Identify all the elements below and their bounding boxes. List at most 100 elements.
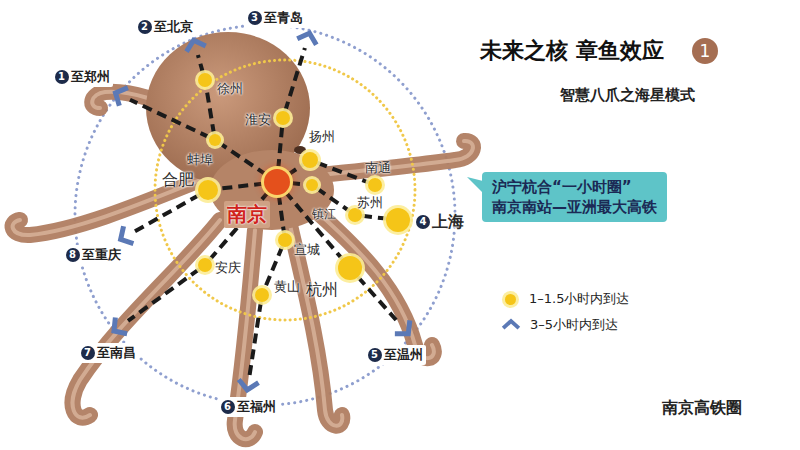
rail-link [198, 55, 203, 73]
label-group: 杭州 [306, 280, 338, 301]
label-group: 南京 [224, 201, 270, 228]
city-name: 扬州 [309, 128, 335, 146]
city-name: 镇江 [312, 206, 336, 223]
destination-name: 至青岛 [264, 9, 303, 27]
rail-link [130, 100, 210, 138]
label-group: 4上海 [416, 212, 464, 233]
destination-chevron [294, 24, 322, 52]
callout-number: 2 [138, 20, 152, 34]
city-dot: 杭州 [338, 256, 362, 280]
rail-link [318, 163, 369, 183]
city-dot: 南通 [368, 178, 382, 192]
legend-text: 1–1.5小时内到达 [529, 290, 629, 308]
legend-row: 3–5小时内到达 [500, 314, 618, 336]
destination-marker: 1至郑州 [110, 85, 130, 105]
rail-link [279, 195, 284, 233]
chevron-stroke [111, 84, 128, 106]
label-group: 合肥 [162, 170, 194, 191]
legend-chevron-sample [500, 314, 522, 336]
rail-link [206, 87, 214, 134]
label-group: 黄山 [274, 278, 300, 296]
label-group: 7至南昌 [78, 343, 139, 363]
label-group: 6至福州 [218, 397, 279, 417]
chevron-stroke [297, 30, 319, 45]
label-group: 淮安 [245, 111, 271, 129]
city-dot: 宣城 [278, 233, 292, 247]
rail-link [218, 184, 264, 189]
city-name: 南通 [365, 159, 391, 177]
city-name: 安庆 [215, 259, 241, 277]
rail-link [285, 48, 305, 111]
city-dot: 苏州 [348, 208, 362, 222]
city-name: 淮安 [245, 111, 271, 129]
city-dot: 合肥 [198, 180, 218, 200]
city-dot: 黄山 [255, 288, 269, 302]
rail-link [358, 277, 396, 320]
label-group: 南通 [365, 159, 391, 177]
city-name: 上海 [432, 212, 464, 233]
destination-marker: 7至南昌 [108, 318, 128, 338]
callout-pointer [467, 177, 483, 193]
destination-chevron [104, 314, 132, 342]
label-group: 徐州 [217, 80, 243, 98]
city-dot: 4上海 [386, 208, 410, 232]
destination-marker: 6至福州 [238, 375, 258, 395]
hub-city-dot: 南京 [264, 169, 290, 195]
label-group: 1至郑州 [52, 67, 113, 87]
destination-marker: 8至重庆 [115, 227, 135, 247]
label-group: 扬州 [309, 128, 335, 146]
city-name: 蚌埠 [187, 151, 213, 169]
destination-chevron [391, 316, 419, 344]
city-name: 宣城 [294, 241, 320, 259]
callout-number: 4 [416, 215, 430, 229]
city-dot: 扬州 [302, 152, 318, 168]
destination-marker: 3至青岛 [298, 28, 318, 48]
destination-name: 至温州 [384, 346, 423, 364]
rail-link [362, 216, 386, 219]
legend-text: 3–5小时内到达 [530, 316, 618, 334]
chevron-stroke [395, 320, 416, 340]
city-name: 杭州 [306, 280, 338, 301]
destination-name: 至南昌 [97, 344, 136, 362]
callout-number: 1 [55, 70, 69, 84]
callout-number: 6 [221, 400, 235, 414]
callout-number: 5 [368, 348, 382, 362]
label-group: 2至北京 [135, 17, 196, 37]
city-dot: 蚌埠 [209, 134, 221, 146]
caption: 南京高铁圈 [662, 398, 742, 419]
destination-marker: 5至温州 [395, 320, 415, 340]
callout-box: 沪宁杭合“一小时圈”南京南站—亚洲最大高铁 [482, 172, 667, 222]
rail-link [290, 183, 306, 184]
label-group: 5至温州 [365, 345, 426, 365]
rail-link [135, 195, 199, 231]
city-dot: 镇江 [306, 179, 318, 191]
label-group: 蚌埠 [187, 151, 213, 169]
chart-title: 未来之核 章鱼效应 [480, 36, 664, 66]
rail-link [250, 302, 261, 375]
chevron-stroke [184, 37, 206, 51]
destination-name: 至重庆 [82, 246, 121, 264]
city-dot: 淮安 [276, 111, 290, 125]
rail-link [128, 269, 199, 321]
callout-number: 7 [81, 346, 95, 360]
callout-number: 3 [248, 11, 262, 25]
callout-line: 南京南站—亚洲最大高铁 [492, 197, 657, 217]
city-name: 苏州 [357, 194, 383, 212]
chevron-stroke [108, 318, 127, 339]
hub-city-name: 南京 [224, 201, 270, 228]
destination-name: 至北京 [154, 18, 193, 36]
city-dot: 安庆 [198, 258, 212, 272]
destination-marker: 2至北京 [185, 35, 205, 55]
city-dot: 徐州 [198, 73, 212, 87]
subtitle: 智慧八爪之海星模式 [560, 86, 695, 105]
label-group: 宣城 [294, 241, 320, 259]
inner-ring [155, 60, 415, 320]
city-name: 合肥 [162, 170, 194, 191]
destination-name: 至福州 [237, 398, 276, 416]
label-group: 8至重庆 [63, 245, 124, 265]
destination-name: 至郑州 [71, 68, 110, 86]
rail-link [278, 125, 282, 169]
rail-link [288, 164, 304, 174]
chevron-stroke [237, 380, 258, 392]
